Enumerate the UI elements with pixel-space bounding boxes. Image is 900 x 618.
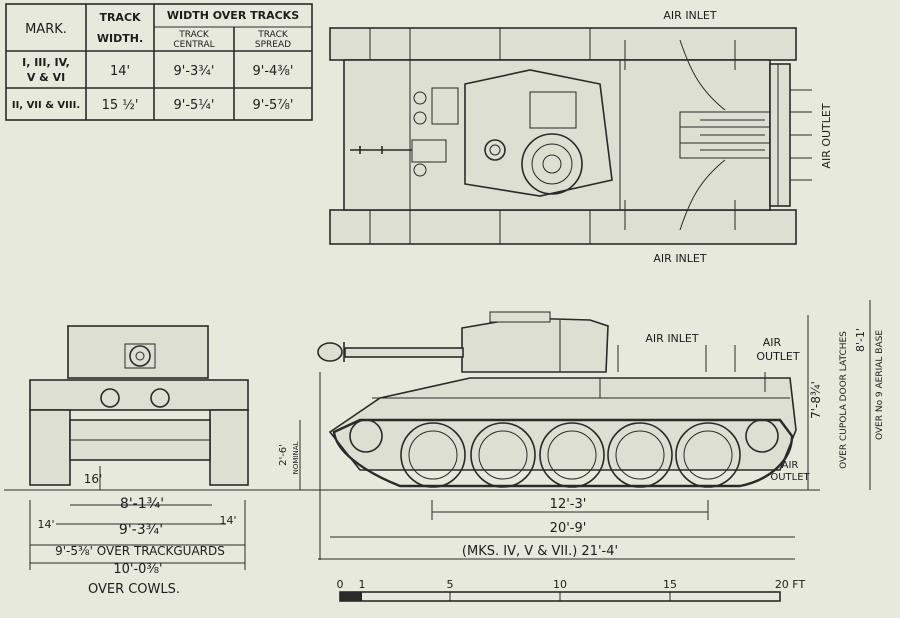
- table-header-width: WIDTH.: [97, 32, 143, 45]
- row1-mark-2: V & VI: [27, 71, 65, 84]
- front-dim-14-right: 14': [219, 514, 236, 527]
- plan-track-top: [329, 27, 797, 61]
- side-air-outlet-rear-1: AIR: [782, 460, 799, 471]
- side-dim-2-6: 2'-6': [278, 444, 289, 466]
- side-view: AIR INLET AIR OUTLET AIR OUTLET 2'-6' NO…: [278, 300, 885, 560]
- front-track-right: [209, 409, 249, 486]
- scale-tick-10: 10: [553, 578, 567, 591]
- front-dim-10-0: 10'-0⅜': [113, 562, 162, 577]
- front-hull-upper: [29, 379, 249, 411]
- side-dim-12-3: 12'-3': [550, 497, 587, 512]
- side-nominal: NOMINAL: [292, 442, 300, 475]
- side-gun: [344, 347, 464, 358]
- front-dim-8-1-3-4: 8'-1¾': [120, 496, 164, 512]
- table-header-track-spread-2: SPREAD: [255, 40, 291, 50]
- front-dim-14-left: 14': [37, 518, 54, 531]
- front-over-cowls: OVER COWLS.: [88, 582, 180, 597]
- scale-bar: 0 1 5 10 15 20 FT: [337, 578, 806, 602]
- row1-central: 9'-3¾': [174, 64, 215, 79]
- plan-view: AIR INLET AIR INLET AIR OUTLET: [329, 9, 833, 265]
- row1-spread: 9'-4⅜': [253, 64, 294, 79]
- road-wheels: [349, 419, 779, 488]
- row1-track-width: 14': [110, 64, 130, 79]
- plan-air-outlet: AIR OUTLET: [820, 103, 833, 168]
- side-dim-8-1: 8'-1': [854, 328, 867, 352]
- table-header-track-central-2: CENTRAL: [173, 40, 214, 50]
- row2-central: 9'-5¼': [174, 98, 215, 113]
- plan-air-inlet-bottom: AIR INLET: [653, 252, 706, 265]
- front-dim-9-3-3-4: 9'-3¾': [119, 522, 163, 538]
- side-turret: [461, 317, 609, 373]
- row2-track-width: 15 ½': [102, 98, 139, 113]
- row2-mark: II, VII & VIII.: [12, 100, 80, 111]
- table-header-mark: MARK.: [25, 22, 67, 37]
- scale-tick-1: 1: [359, 578, 366, 591]
- table-header-track-spread-1: TRACK: [257, 30, 289, 40]
- row1-mark-1: I, III, IV,: [22, 56, 70, 69]
- side-air-outlet-top-1: AIR: [763, 336, 782, 349]
- side-muzzle: [317, 342, 343, 362]
- front-view: 16' 8'-1¾' 9'-3¾' 14' 14' 9'-5⅜' OVER TR…: [4, 325, 300, 597]
- plan-air-inlet-top: AIR INLET: [663, 9, 716, 22]
- table-header-width-over-tracks: WIDTH OVER TRACKS: [167, 9, 299, 22]
- front-track-left: [29, 409, 71, 486]
- scale-tick-15: 15: [663, 578, 677, 591]
- row2-spread: 9'-5⅞': [253, 98, 294, 113]
- plan-cupola: [521, 133, 583, 195]
- side-dim-20-9: 20'-9': [550, 521, 587, 536]
- side-track: [332, 418, 794, 488]
- plan-track-bottom: [329, 209, 797, 245]
- side-over-cupola: OVER CUPOLA DOOR LATCHES: [839, 331, 849, 469]
- side-over-aerial: OVER No 9 AERIAL BASE: [875, 330, 885, 440]
- table-header-track: TRACK: [99, 11, 141, 24]
- side-dim-marks: (MKS. IV, V & VII.) 21'-4': [462, 544, 618, 559]
- front-dim-16: 16': [84, 472, 103, 486]
- plan-turret: [464, 69, 613, 197]
- front-dim-over-trackguards: 9'-5⅜' OVER TRACKGUARDS: [55, 544, 225, 558]
- scale-tick-0: 0: [337, 578, 344, 591]
- side-air-inlet: AIR INLET: [645, 332, 698, 345]
- side-dim-7-8: 7'-8¾': [809, 381, 823, 419]
- table-header-track-central-1: TRACK: [178, 30, 210, 40]
- spec-table: MARK. TRACK WIDTH. WIDTH OVER TRACKS TRA…: [5, 3, 313, 121]
- scale-tick-20: 20 FT: [775, 578, 806, 591]
- side-air-outlet-rear-2: OUTLET: [770, 472, 810, 483]
- scale-tick-5: 5: [447, 578, 454, 591]
- side-air-outlet-top-2: OUTLET: [756, 350, 800, 363]
